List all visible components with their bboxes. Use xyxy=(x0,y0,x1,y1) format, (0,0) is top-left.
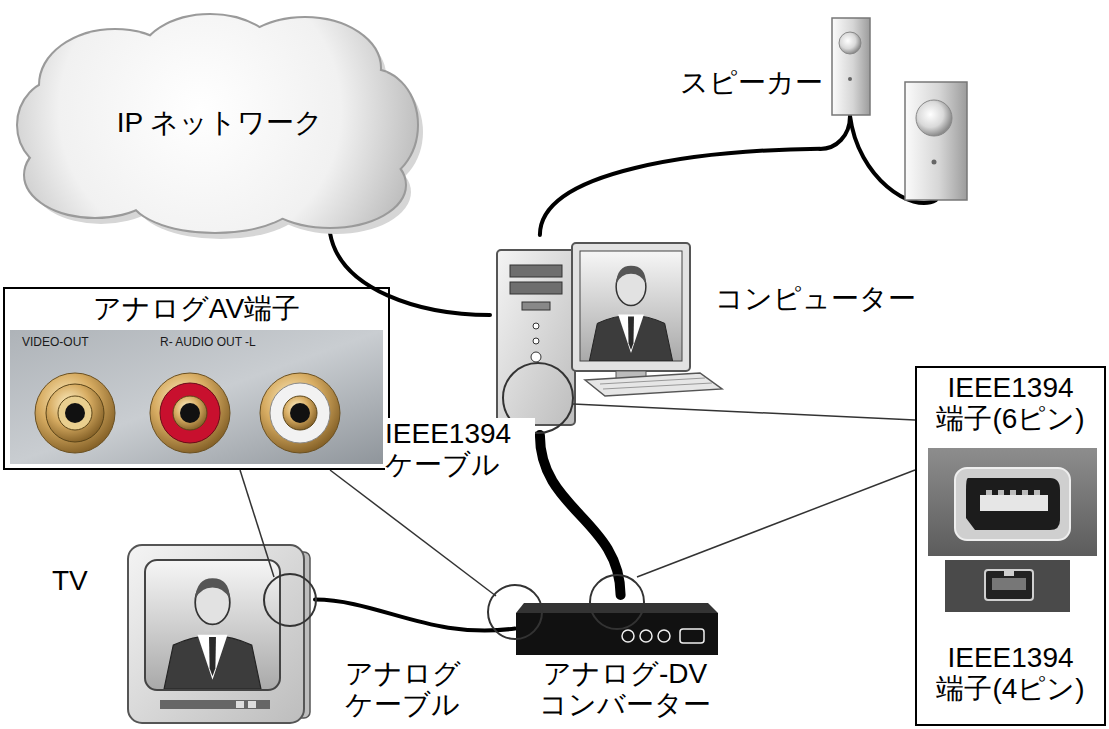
network-cloud: IP ネットワーク xyxy=(20,15,420,233)
converter-icon xyxy=(622,630,634,642)
terminal-label: VIDEO-OUT xyxy=(22,336,89,349)
tv-icon xyxy=(160,700,270,709)
terminal-label: R- AUDIO OUT -L xyxy=(160,336,256,349)
tv-icon xyxy=(164,578,261,689)
leader-line xyxy=(637,470,915,577)
av-terminal-photo xyxy=(10,330,383,464)
speaker-icon xyxy=(916,100,952,136)
computer-icon xyxy=(510,282,562,294)
computer-icon xyxy=(510,265,562,277)
cable-connector xyxy=(540,435,621,595)
ieee1394-port-photo xyxy=(1034,490,1040,495)
converter-icon xyxy=(590,575,644,629)
av-terminal-photo xyxy=(160,383,220,443)
ieee1394-port-photo xyxy=(1004,571,1014,576)
av-terminal-photo xyxy=(180,403,200,423)
cable-connector xyxy=(540,149,820,235)
computer-icon xyxy=(497,243,722,433)
av-terminal-photo xyxy=(260,373,340,453)
tv-icon xyxy=(248,701,256,708)
av-terminal-photo xyxy=(150,373,230,453)
computer-icon xyxy=(522,302,550,310)
leader-line xyxy=(573,404,915,420)
speaker-icon xyxy=(905,82,967,200)
tv-icon xyxy=(145,560,280,690)
ieee1394-port-photo xyxy=(966,478,1060,530)
ieee1394-callout: IEEE1394 端子(6ピン) IEEE1394 端子(4ピン) xyxy=(915,366,1106,726)
av-terminal-photo xyxy=(65,403,85,423)
av-terminal-photo xyxy=(270,383,330,443)
converter-icon xyxy=(516,603,718,613)
cloud-shape xyxy=(18,15,423,239)
tv-group: TV xyxy=(40,535,315,725)
computer-icon xyxy=(580,251,682,361)
ieee1394-port-photo xyxy=(945,560,1070,612)
computer-icon xyxy=(589,266,672,361)
node-text: IEEE1394 端子(6ピン) xyxy=(917,372,1104,435)
av-terminal-photo xyxy=(35,373,115,453)
av-terminal-callout: アナログAV端子 xyxy=(3,287,390,470)
tv-icon xyxy=(128,545,316,723)
av-terminal-photo xyxy=(173,396,207,430)
computer-group: コンピューター xyxy=(490,235,920,435)
speaker-wire xyxy=(820,116,850,149)
speaker-icon xyxy=(839,32,861,54)
av-terminal-photo xyxy=(290,403,310,423)
ieee1394-port-photo xyxy=(980,495,1048,511)
leader-line xyxy=(330,470,496,596)
converter-group: アナログ-DV コンバーター xyxy=(515,595,735,729)
converter-icon xyxy=(488,585,542,639)
av-terminal-photo xyxy=(58,396,92,430)
speaker-icon xyxy=(932,160,937,165)
node-text: コンピューター xyxy=(715,283,916,314)
converter-icon xyxy=(516,613,718,655)
ieee1394-port-photo xyxy=(928,448,1097,612)
converter-icon xyxy=(640,630,652,642)
leader-line xyxy=(240,470,274,577)
computer-icon xyxy=(572,243,690,371)
computer-icon xyxy=(533,338,539,344)
ieee1394-port-photo xyxy=(985,570,1033,600)
computer-icon xyxy=(533,323,539,329)
converter-icon xyxy=(488,575,718,655)
node-text: IEEE1394 端子(4ピン) xyxy=(917,642,1104,705)
av-terminal-photo xyxy=(46,384,104,442)
ieee1394-port-photo xyxy=(1010,490,1016,495)
node-text: アナログAV端子 xyxy=(5,293,388,324)
speaker-icon xyxy=(832,18,967,200)
ieee1394-port-photo xyxy=(986,490,992,495)
ieee1394-port-photo xyxy=(955,468,1070,540)
speaker-icon xyxy=(832,18,870,115)
ieee1394-port-photo xyxy=(1022,490,1028,495)
converter-icon xyxy=(658,630,670,642)
ieee1394-port-photo xyxy=(998,490,1004,495)
cable-connector xyxy=(330,233,490,315)
ieee1394-port-photo xyxy=(928,448,1097,556)
leader-line xyxy=(240,404,915,596)
computer-icon xyxy=(600,378,712,389)
speaker-icon xyxy=(848,77,852,81)
av-terminal-photo xyxy=(283,396,317,430)
computer-icon xyxy=(585,373,722,396)
converter-icon xyxy=(680,629,704,643)
cable-label: アナログ ケーブル xyxy=(345,658,465,721)
node-text: TV xyxy=(52,565,88,596)
computer-icon xyxy=(531,352,541,362)
tv-icon xyxy=(236,701,244,708)
av-terminal-photo xyxy=(10,330,383,464)
node-text: スピーカー xyxy=(680,67,823,98)
tv-icon xyxy=(264,574,316,626)
computer-icon xyxy=(497,250,575,425)
node-text: アナログ-DV コンバーター xyxy=(515,658,735,721)
node-text: IP ネットワーク xyxy=(20,107,420,138)
cable-connector xyxy=(315,600,515,631)
tv-icon xyxy=(128,545,304,723)
speaker-group: スピーカー xyxy=(820,12,980,202)
ieee1394-port-photo xyxy=(992,578,1026,590)
cable-label: IEEE1394 ケーブル xyxy=(385,418,535,481)
